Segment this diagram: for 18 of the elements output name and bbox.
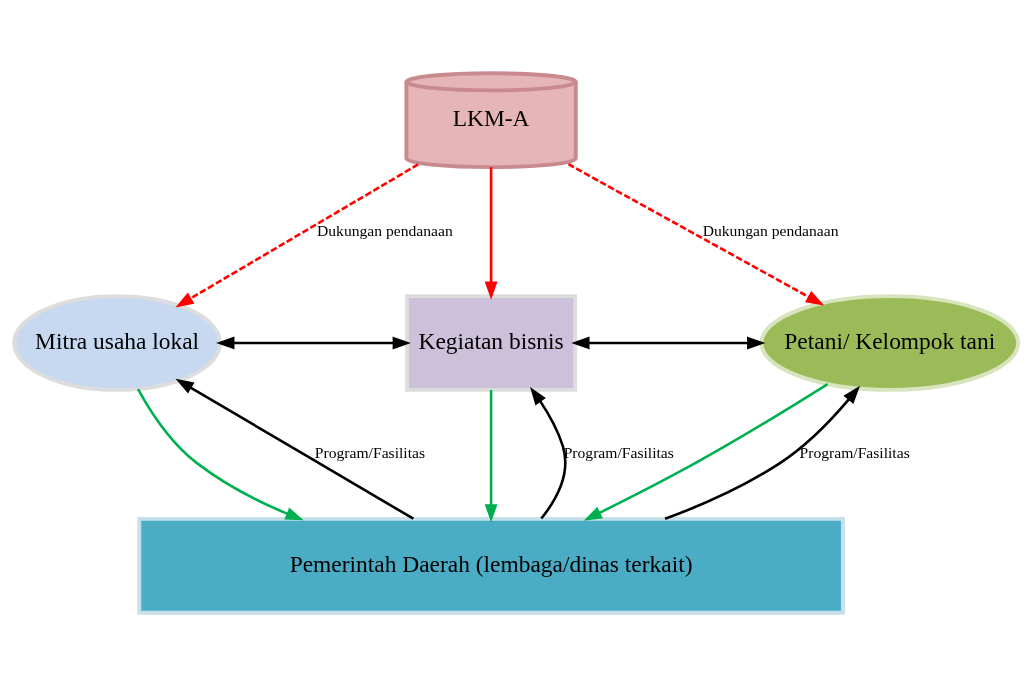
node-ellipse: Petani/ Kelompok tani — [759, 294, 1020, 392]
edge-label: Dukungan pendanaan — [316, 221, 453, 239]
arrow — [529, 386, 566, 520]
edge-label: Program/Fasilitas — [798, 444, 910, 462]
arrow — [215, 336, 411, 350]
edge-label: Dukungan pendanaan — [702, 221, 838, 239]
arrow — [567, 163, 824, 306]
node-box: Kegiatan bisnis — [404, 294, 577, 392]
edge-label: Program/Fasilitas — [314, 444, 425, 462]
arrow — [570, 336, 765, 350]
arrow — [136, 388, 304, 521]
arrow — [583, 383, 828, 521]
arrow — [664, 385, 860, 520]
arrow — [174, 163, 419, 308]
node-box: Pemerintah Daerah (lembaga/dinas terkait) — [136, 516, 845, 615]
arrow — [484, 389, 497, 523]
arrow — [484, 167, 497, 300]
arrow — [175, 378, 414, 520]
